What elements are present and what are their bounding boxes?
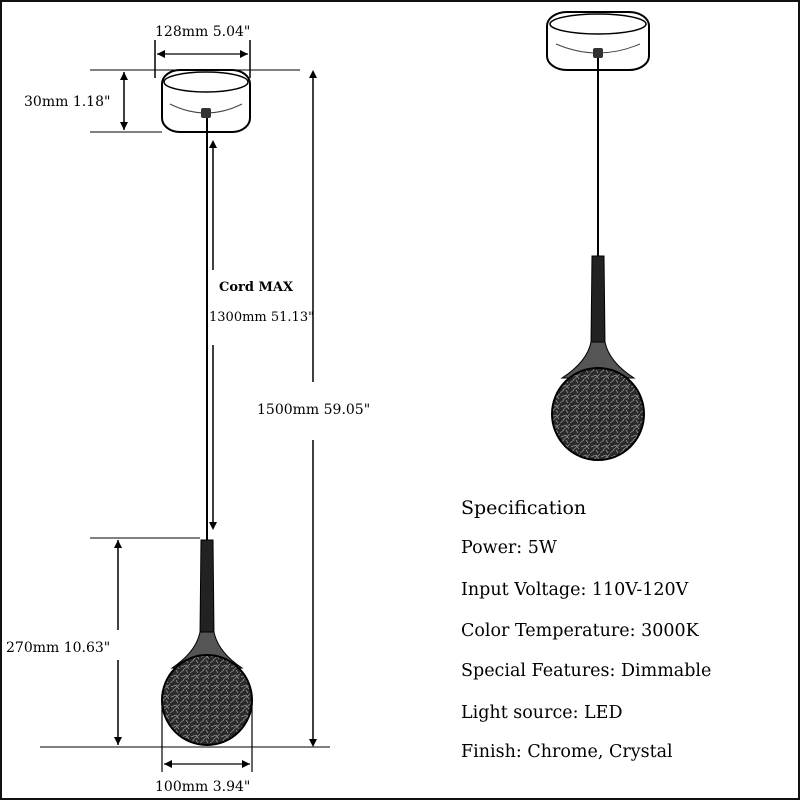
left-pendant-drawing [161,69,253,746]
canopy-height-label: 30mm 1.18" [24,94,110,110]
left-canopy [161,69,251,133]
spec-item-light-source: Light source: LED [461,703,623,723]
right-globe [551,367,645,461]
spec-item-power: Power: 5W [461,538,557,558]
dim-cord-length [209,140,217,530]
canopy-width-label: 128mm 5.04" [155,24,250,40]
spec-item-color-temperature: Color Temperature: 3000K [461,621,699,641]
right-neck [560,341,636,379]
total-height-label: 1500mm 59.05" [257,402,370,418]
left-globe [161,654,253,746]
dim-total-height [40,70,330,748]
right-pendant-drawing [546,11,650,461]
dim-globe-width [161,700,253,772]
spec-title: Specification [461,497,587,519]
shade-height-label: 270mm 10.63" [6,640,110,656]
globe-width-label: 100mm 3.94" [155,779,250,795]
dim-shade-height [90,537,200,745]
spec-item-special-features: Special Features: Dimmable [461,661,712,681]
right-stem [590,255,606,346]
spec-item-finish: Finish: Chrome, Crystal [461,742,673,762]
spec-item-input-voltage: Input Voltage: 110V-120V [461,580,689,600]
left-stem [199,539,215,636]
cord-length-label: 1300mm 51.13" [209,310,314,325]
dim-canopy-width [154,40,251,78]
cord-label: Cord MAX [219,280,294,295]
dim-canopy-height [90,69,300,133]
